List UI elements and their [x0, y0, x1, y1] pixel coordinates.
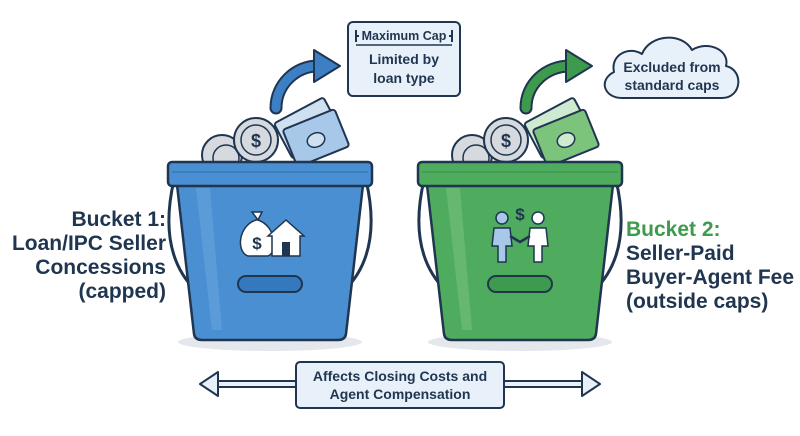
cap-box-title: Maximum Cap [362, 29, 447, 43]
green-curved-arrow [519, 49, 593, 115]
excluded-cloud: Excluded from standard caps [603, 36, 740, 99]
money-bag-house-icon: $ [239, 211, 306, 257]
bucket-2-label: Bucket 2: Seller-Paid Buyer-Agent Fee (o… [626, 218, 800, 314]
bottom-banner: Affects Closing Costs and Agent Compensa… [295, 361, 505, 409]
svg-text:$: $ [501, 131, 511, 151]
bucket-1-label-line-2: Loan/IPC Seller [11, 232, 166, 255]
bucket-2-label-line-1: Bucket 2: [626, 218, 721, 241]
cloud-line-1: Excluded from [623, 59, 720, 75]
bucket-2-label-line-3: Buyer-Agent Fee [626, 266, 795, 289]
bucket-1: $ $ [166, 97, 374, 351]
bucket-2-label-line-2: Seller-Paid [626, 242, 735, 265]
bucket-1-label-line-4: (capped) [78, 280, 166, 303]
svg-text:$: $ [515, 205, 525, 224]
cap-box-line-2: loan type [373, 70, 435, 86]
bucket-1-label: Bucket 1: Loan/IPC Seller Concessions (c… [0, 208, 166, 304]
bucket-1-label-line-1: Bucket 1: [71, 208, 166, 231]
cap-box-line-1: Limited by [369, 51, 439, 67]
cloud-line-2: standard caps [625, 77, 720, 93]
bucket-1-label-line-3: Concessions [35, 256, 166, 279]
handshake-dollar-icon: $ [491, 205, 549, 263]
cash-bills-icon [273, 97, 350, 168]
cash-bills-icon [523, 97, 600, 168]
bucket-2: $ $ [416, 97, 624, 351]
svg-text:$: $ [252, 234, 262, 253]
banner-line-2: Agent Compensation [330, 386, 471, 402]
blue-curved-arrow [269, 49, 341, 115]
bucket-2-label-line-4: (outside caps) [626, 290, 769, 313]
svg-text:$: $ [251, 131, 261, 151]
banner-line-1: Affects Closing Costs and [313, 368, 487, 384]
bottom-double-arrow [199, 371, 601, 397]
maximum-cap-box: Maximum Cap Limited by loan type [347, 21, 461, 97]
